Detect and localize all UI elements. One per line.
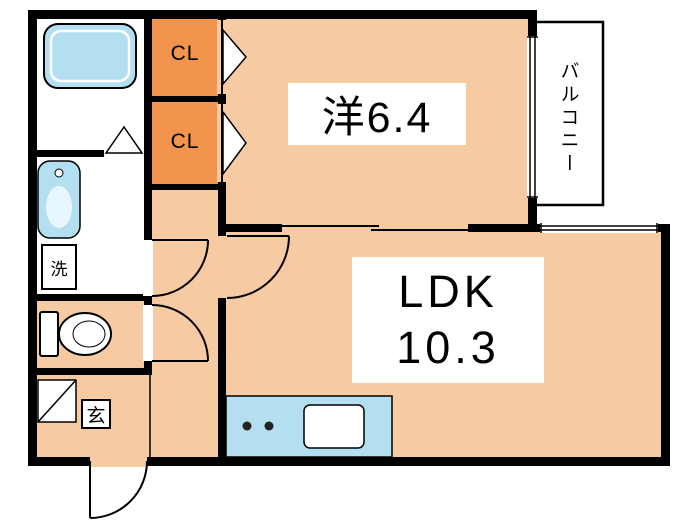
ldk-window (540, 223, 658, 233)
bathtub-inner (49, 29, 131, 83)
ldk-window-opening (540, 223, 658, 233)
vanity-faucet (54, 168, 64, 178)
bathroom-folding-door (104, 125, 144, 154)
washing-machine-label: 洗 (41, 244, 77, 290)
washroom-door (151, 239, 209, 297)
closet-2-floor (144, 98, 226, 188)
toilet-bowl (58, 312, 112, 356)
stove-burner-1 (242, 421, 252, 431)
vanity-basin (46, 186, 72, 228)
sliding-door (282, 225, 468, 231)
toilet-seat (72, 320, 106, 348)
closet-door-2-triangle (222, 109, 247, 177)
hallway-floor (144, 186, 226, 466)
stove-burner-2 (264, 421, 274, 431)
entry-door (89, 460, 148, 519)
bathtub (43, 23, 137, 89)
western-room-label: 洋6.4 (288, 83, 466, 145)
balcony-window (527, 36, 538, 198)
ldk-name: LDK (398, 265, 498, 317)
balcony-window-opening (527, 36, 538, 198)
closet-door-1-triangle (222, 27, 247, 87)
balcony-label: バルコニー (557, 60, 579, 176)
shoe-cabinet-diagonal (37, 379, 77, 423)
sliding-door-opening (282, 222, 468, 234)
ldk-door-opening (217, 236, 227, 298)
entry-door-opening (90, 456, 147, 467)
ldk-size: 10.3 (396, 322, 500, 373)
kitchen-sink (303, 404, 365, 449)
entrance-label: 玄 (81, 399, 111, 429)
closet-1-label: CL (170, 42, 200, 65)
toilet-door-opening (143, 305, 153, 361)
toilet-door (151, 304, 209, 362)
washroom-door-opening (143, 240, 153, 296)
closet-1-floor (144, 10, 226, 100)
balcony-area (531, 20, 605, 207)
ldk-door (226, 235, 290, 299)
ldk-label: LDK 10.3 (352, 257, 544, 383)
toilet-tank (39, 311, 59, 357)
closet-2-label: CL (170, 130, 200, 153)
